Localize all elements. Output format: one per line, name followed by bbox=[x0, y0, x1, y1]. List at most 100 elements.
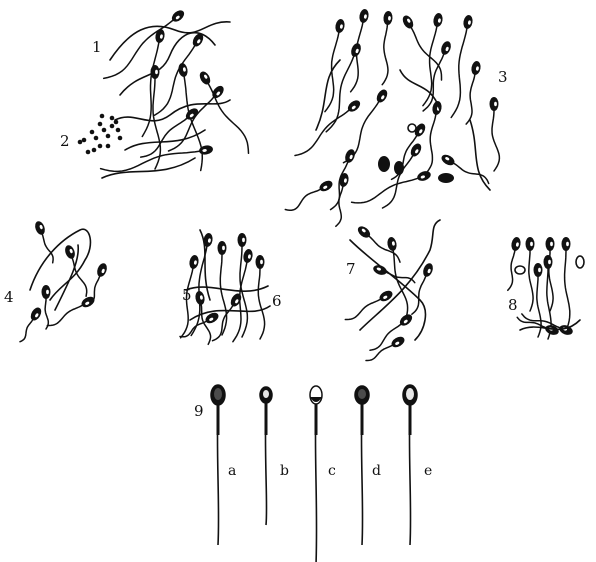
sperm-cell bbox=[35, 221, 54, 264]
granule-dot bbox=[89, 129, 95, 135]
panel-label-6: 6 bbox=[272, 292, 282, 310]
sperm-cell bbox=[329, 149, 355, 211]
round-head bbox=[394, 161, 404, 175]
granule-dot bbox=[115, 127, 121, 133]
flagellum-strand bbox=[114, 99, 231, 122]
round-head bbox=[514, 265, 526, 275]
sperm-cell bbox=[357, 226, 401, 263]
granule-dot bbox=[81, 137, 87, 143]
granule-dot bbox=[105, 133, 111, 139]
sperm-cell bbox=[284, 180, 333, 211]
granule-dot bbox=[117, 135, 123, 141]
sperm-cell bbox=[561, 237, 571, 332]
granule-dot bbox=[101, 127, 107, 133]
granule-dot bbox=[93, 135, 99, 141]
flagellum-strand bbox=[349, 239, 427, 341]
flagellum-strand bbox=[519, 319, 581, 331]
sperm-cell bbox=[521, 313, 573, 335]
sperm-cell bbox=[139, 108, 199, 158]
sperm-cell bbox=[422, 41, 451, 112]
sperm-cell bbox=[167, 85, 224, 152]
granule-dot bbox=[113, 119, 119, 125]
flagellum-strand bbox=[359, 219, 441, 331]
isolated-sperm bbox=[402, 384, 418, 546]
round-head bbox=[407, 123, 417, 133]
sublabel-e: e bbox=[424, 463, 433, 479]
sperm-cell bbox=[335, 173, 349, 228]
flagellum-strand bbox=[29, 228, 92, 301]
sperm-cell bbox=[195, 291, 212, 346]
granule-dot bbox=[85, 149, 91, 155]
sperm-cell bbox=[381, 143, 422, 209]
sublabel-b: b bbox=[280, 463, 289, 479]
granule-cluster bbox=[77, 113, 123, 155]
sperm-cell bbox=[344, 290, 393, 321]
sperm-cell bbox=[507, 237, 521, 292]
sublabel-a: a bbox=[228, 463, 237, 479]
flagellum-strand bbox=[185, 285, 269, 292]
sperm-cell bbox=[237, 233, 249, 338]
isolated-sperm bbox=[210, 384, 226, 546]
flagellum-strand bbox=[199, 229, 211, 301]
sperm-cell bbox=[179, 255, 199, 339]
row9-isolated-sperm bbox=[210, 384, 418, 562]
sperm-cell bbox=[255, 255, 266, 340]
granule-dot bbox=[91, 147, 97, 153]
panel-label-1: 1 bbox=[92, 38, 102, 56]
flagellum-strand bbox=[101, 157, 196, 179]
sperm-cell bbox=[65, 245, 88, 297]
sperm-cell bbox=[150, 65, 162, 170]
sperm-cell bbox=[365, 336, 405, 362]
sperm-cell bbox=[325, 43, 361, 133]
panel-label-8: 8 bbox=[508, 296, 518, 314]
isolated-sperm bbox=[259, 386, 273, 526]
sperm-cell bbox=[489, 97, 501, 172]
sperm-cell bbox=[465, 61, 481, 125]
sperm-cell bbox=[102, 10, 185, 80]
sperm-cell bbox=[141, 29, 165, 138]
sperm-cell bbox=[441, 154, 490, 185]
sperm-cell bbox=[349, 9, 369, 93]
flagellum-strand bbox=[315, 59, 341, 131]
sperm-cell-drawings bbox=[19, 9, 585, 362]
isolated-sperm bbox=[354, 385, 370, 546]
flagellum-strand bbox=[119, 31, 216, 96]
sperm-cell bbox=[516, 316, 559, 335]
panel-label-9: 9 bbox=[194, 402, 204, 420]
sperm-cell bbox=[294, 100, 361, 157]
flagellum-strand bbox=[469, 119, 491, 191]
sperm-cell bbox=[373, 265, 416, 284]
sperm-cell bbox=[424, 101, 442, 175]
sperm-cell bbox=[450, 15, 473, 119]
sperm-cell bbox=[402, 15, 443, 81]
granule-dot bbox=[77, 139, 83, 145]
panel-label-7: 7 bbox=[346, 260, 356, 278]
flagellum-strand bbox=[109, 21, 231, 61]
round-head bbox=[378, 156, 390, 172]
granule-dot bbox=[109, 115, 115, 121]
sperm-cell bbox=[411, 263, 433, 315]
sperm-cell bbox=[19, 307, 42, 343]
sperm-cell bbox=[179, 312, 219, 338]
panel-label-4: 4 bbox=[4, 288, 14, 306]
sperm-cell bbox=[41, 285, 51, 330]
sperm-cell bbox=[153, 33, 204, 117]
sperm-cell bbox=[369, 314, 413, 351]
panel-label-3: 3 bbox=[498, 68, 508, 86]
granule-dot bbox=[97, 143, 103, 149]
sperm-cell bbox=[46, 296, 95, 327]
panel-label-5: 5 bbox=[182, 286, 192, 304]
sublabel-c: c bbox=[328, 463, 336, 479]
sperm-cell bbox=[387, 237, 409, 321]
sublabel-d: d bbox=[372, 463, 381, 479]
sperm-cell bbox=[525, 237, 535, 312]
flagellum-strand bbox=[189, 305, 271, 321]
granule-dot bbox=[99, 113, 105, 119]
sperm-cell bbox=[381, 11, 393, 86]
sperm-cell bbox=[211, 293, 242, 342]
granule-dot bbox=[97, 121, 103, 127]
isolated-sperm bbox=[309, 385, 323, 562]
flagellum-strand bbox=[54, 244, 80, 311]
granule-dot bbox=[109, 123, 115, 129]
